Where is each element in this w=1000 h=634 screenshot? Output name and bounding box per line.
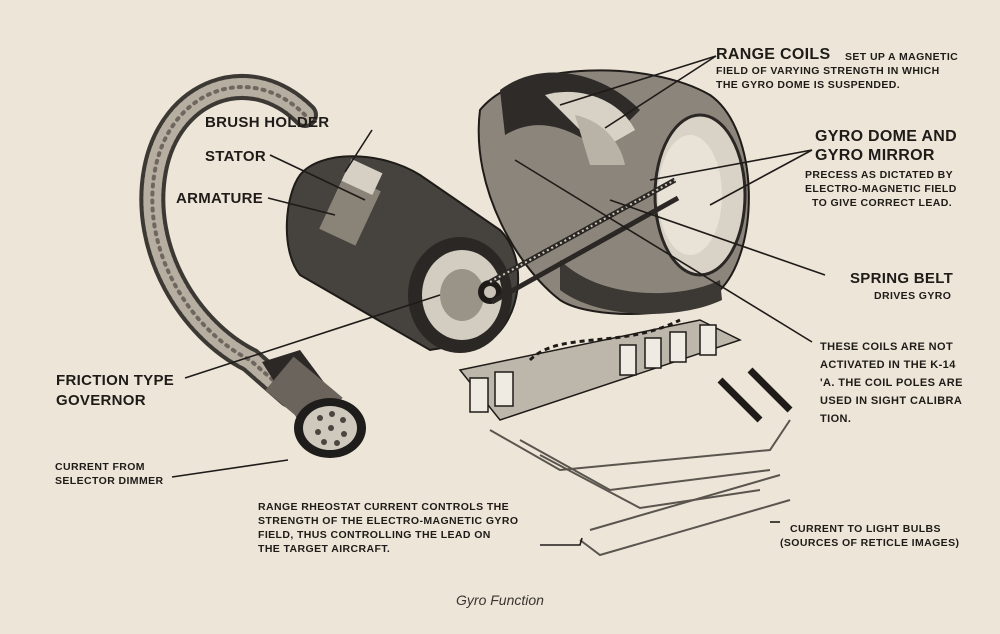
current-from-label-1: CURRENT FROM: [55, 461, 145, 473]
coils-note-4: USED IN SIGHT CALIBRA: [820, 395, 963, 407]
coils-note-1: THESE COILS ARE NOT: [820, 341, 954, 353]
range-coils-desc-1: SET UP A MAGNETIC: [845, 51, 959, 63]
current-from-label-2: SELECTOR DIMMER: [55, 475, 164, 487]
friction-governor-label-1: FRICTION TYPE: [56, 372, 175, 389]
range-coils-desc-3: THE GYRO DOME IS SUSPENDED.: [716, 79, 901, 91]
spring-belt-desc: DRIVES GYRO: [874, 290, 952, 302]
gyro-desc-3: TO GIVE CORRECT LEAD.: [812, 197, 953, 209]
rheostat-note-4: THE TARGET AIRCRAFT.: [258, 543, 391, 555]
range-coils-desc-2: FIELD OF VARYING STRENGTH IN WHICH: [716, 65, 940, 77]
coils-note-3: 'A. THE COIL POLES ARE: [820, 377, 963, 389]
rheostat-note-2: STRENGTH OF THE ELECTRO-MAGNETIC GYRO: [258, 515, 519, 527]
brush-holder-label: BRUSH HOLDER: [205, 114, 330, 131]
friction-governor-label-2: GOVERNOR: [56, 392, 146, 409]
terminal-block: [458, 318, 793, 423]
coils-note-5: TION.: [820, 413, 852, 425]
cable-connector: [262, 350, 366, 458]
spring-belt: [488, 177, 680, 305]
rheostat-note-1: RANGE RHEOSTAT CURRENT CONTROLS THE: [258, 501, 510, 513]
light-bulbs-note-1: CURRENT TO LIGHT BULBS: [790, 523, 941, 535]
rheostat-note-3: FIELD, THUS CONTROLLING THE LEAD ON: [258, 529, 491, 541]
coils-note-2: ACTIVATED IN THE K-14: [820, 359, 956, 371]
range-coils-label: RANGE COILS: [716, 46, 831, 63]
gyro-dome-label-2: GYRO MIRROR: [815, 147, 935, 164]
spring-belt-label: SPRING BELT: [850, 270, 954, 287]
leader-lines: [171, 55, 826, 546]
braided-cable: [139, 74, 318, 408]
light-bulbs-note-2: (SOURCES OF RETICLE IMAGES): [780, 537, 960, 549]
armature-label: ARMATURE: [176, 190, 264, 207]
gyro-dome-label-1: GYRO DOME AND: [815, 128, 957, 145]
figure-caption: Gyro Function: [456, 592, 544, 608]
stator-label: STATOR: [205, 148, 266, 165]
gyro-housing: [477, 69, 750, 315]
wiring-schematic: [489, 419, 791, 557]
gyro-desc-2: ELECTRO-MAGNETIC FIELD: [805, 183, 957, 195]
motor: [285, 155, 520, 353]
gyro-desc-1: PRECESS AS DICTATED BY: [805, 169, 954, 181]
